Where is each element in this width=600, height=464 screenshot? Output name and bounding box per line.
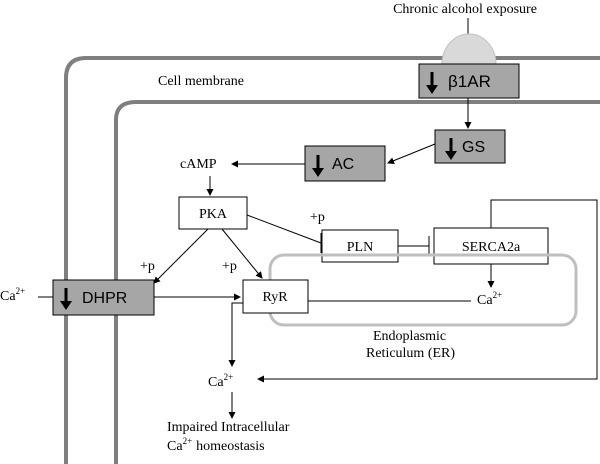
arrow-gs-to-ac [387,143,436,164]
ryr-label: RyR [262,290,288,305]
er-label-line1: Endoplasmic [373,329,446,344]
cell-membrane-label: Cell membrane [158,74,244,89]
camp-label: cAMP [180,157,217,172]
pln-label: PLN [347,240,373,255]
extracellular-ca-charge: 2+ [16,286,26,296]
outcome-ca-charge: 2+ [183,436,193,446]
outcome-ca-symbol: Ca [167,439,183,454]
gs-label: GS [462,139,485,156]
cytosolic-ca-symbol: Ca [208,375,224,390]
ac-label: AC [332,156,354,173]
down-arrow-icon [312,155,324,177]
serca-label: SERCA2a [462,240,521,255]
pka-box [178,196,248,230]
pka-label: PKA [199,207,228,222]
down-arrow-icon [445,138,457,160]
ryr-box [242,279,309,314]
b1ar-box [418,63,520,99]
er-ca-charge: 2+ [493,290,503,300]
outcome-line1: Impaired Intracellular [167,420,290,435]
gs-box [434,129,506,164]
arrow-pka-to-dhpr [153,228,209,284]
er-compartment [268,253,578,327]
outcome-line2: Ca2+homeostasis [167,436,265,454]
extracellular-ca-label: Ca2+ [0,286,25,304]
cell-membrane-inner [114,100,600,464]
arrow-ryr-to-cytosolic-ca [228,302,243,367]
dhpr-label: DHPR [82,290,127,307]
outcome-line2-text: homeostasis [196,439,264,454]
phospho-label-pln: +p [310,210,325,225]
phospho-label-ryr: +p [222,259,237,274]
cell-membrane-outer [64,56,600,464]
er-ca-label: Ca2+ [477,290,502,308]
down-arrow-icon [426,72,438,94]
cytosolic-ca-charge: 2+ [224,372,234,382]
er-ca-symbol: Ca [477,293,493,308]
cytosolic-ca-label: Ca2+ [208,372,233,390]
arrow-pka-to-ryr [221,228,263,279]
dhpr-box [52,279,155,316]
feedback-loop-arrow [257,199,598,383]
extracellular-ca-symbol: Ca [0,289,16,304]
down-arrow-icon [60,288,72,310]
exposure-label: Chronic alcohol exposure [393,2,537,17]
er-label-line2: Reticulum (ER) [366,346,455,361]
line-pka-to-pln [246,214,322,244]
b1ar-label: β1AR [448,72,491,91]
phospho-label-dhpr: +p [140,259,155,274]
